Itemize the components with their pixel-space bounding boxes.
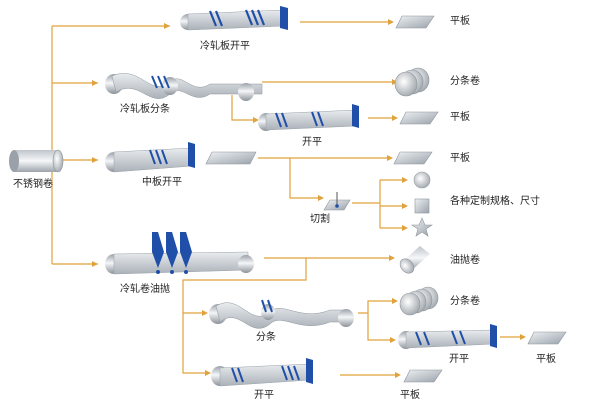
trunk-line xyxy=(51,25,170,265)
arrowhead xyxy=(390,337,396,343)
arrowhead xyxy=(389,255,395,261)
cr-flatten-label: 冷轧板开平 xyxy=(200,41,250,52)
arrowhead xyxy=(164,23,170,29)
sheet-output-icon xyxy=(393,151,433,165)
sheet-output-icon xyxy=(395,15,435,29)
sheet-output-icon xyxy=(403,369,443,383)
arrowhead xyxy=(205,370,211,376)
cr-polish-machine-icon xyxy=(105,232,254,275)
arrowhead xyxy=(202,310,208,316)
polish-slit-flatten-label: 开平 xyxy=(449,354,469,365)
cr-slit-flatten-label: 开平 xyxy=(302,137,322,148)
arrowhead xyxy=(388,19,394,25)
slit-coil-icon xyxy=(394,67,430,97)
polish-slit-flatten-machine-icon xyxy=(398,324,497,349)
cr-slit-output-label: 分条卷 xyxy=(450,76,480,87)
arrowhead xyxy=(92,261,98,267)
stainless-coil-icon xyxy=(9,149,64,173)
arrowhead xyxy=(392,298,398,304)
source-coil-label: 不锈钢卷 xyxy=(13,179,53,190)
arrowhead xyxy=(318,195,324,201)
connectors xyxy=(51,21,520,376)
arrowhead xyxy=(253,117,259,123)
polish-slit-label: 分条 xyxy=(256,332,276,343)
cr-flatten-machine-icon xyxy=(180,6,288,31)
polish-slit-flatten-output-label: 平板 xyxy=(536,354,556,365)
cr-flatten-output-label: 平板 xyxy=(450,16,470,27)
custom-star-icon xyxy=(411,217,433,237)
polished-coil-icon xyxy=(399,246,430,274)
sheet-output-icon xyxy=(399,111,439,125)
arrowhead xyxy=(395,372,401,378)
cr-slit-flatten-output-label: 平板 xyxy=(450,112,470,123)
slit-coil-icon xyxy=(399,286,439,316)
cutting-icon xyxy=(323,192,351,211)
arrowhead xyxy=(402,225,408,231)
cr-slit-label: 冷轧板分条 xyxy=(120,104,170,115)
mid-to-cut-line xyxy=(289,158,318,199)
slit-to-flatten-line xyxy=(231,95,253,121)
cr-slit-machine-icon xyxy=(105,73,263,101)
cut-to-specs-line xyxy=(352,179,402,229)
polished-coil-label: 油抛卷 xyxy=(450,255,480,266)
arrowhead xyxy=(387,155,393,161)
polish-slit-branch-line xyxy=(358,300,392,341)
mid-flatten-label: 中板开平 xyxy=(142,177,182,188)
arrowhead xyxy=(392,115,398,121)
polish-slit-output-label: 分条卷 xyxy=(450,296,480,307)
polish-flatten-label: 开平 xyxy=(254,390,274,401)
slit-flatten-machine-icon xyxy=(258,104,359,131)
arrowhead xyxy=(402,177,408,183)
mid-flatten-output-label: 平板 xyxy=(450,153,470,164)
mid-flatten-machine-icon xyxy=(105,142,257,173)
polish-flatten-output-label: 平板 xyxy=(400,390,420,401)
sheet-output-icon xyxy=(527,331,567,345)
arrowhead xyxy=(520,334,526,340)
arrowhead xyxy=(92,80,98,86)
polish-flatten-machine-icon xyxy=(211,358,313,387)
polish-slit-machine-icon xyxy=(209,299,354,329)
custom-square-icon xyxy=(414,198,430,214)
custom-specs-label: 各种定制规格、尺寸 xyxy=(450,196,540,207)
cutting-label: 切割 xyxy=(310,214,330,225)
polish-branch-line xyxy=(182,258,307,374)
cr-polish-label: 冷轧卷油抛 xyxy=(120,284,170,295)
arrowhead xyxy=(402,203,408,209)
custom-circle-icon xyxy=(413,171,431,189)
arrowhead xyxy=(92,157,98,163)
